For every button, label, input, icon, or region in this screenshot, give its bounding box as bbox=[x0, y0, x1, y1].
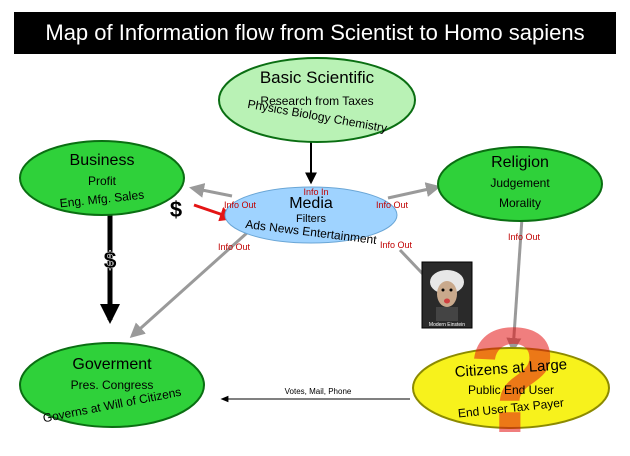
node-citizens bbox=[412, 347, 610, 429]
node-government bbox=[19, 342, 205, 428]
arrow-media-to-religion bbox=[387, 182, 441, 200]
node-government-title: Goverment bbox=[72, 356, 152, 373]
label-info-out-government: Info Out bbox=[218, 242, 251, 252]
arrow-media-to-government bbox=[129, 230, 250, 339]
arrow-media-to-business bbox=[189, 182, 233, 198]
node-religion bbox=[437, 146, 603, 222]
node-business-title: Business bbox=[70, 152, 135, 169]
einstein-caption: Modern Einstein bbox=[429, 322, 465, 328]
node-media-line1: Filters bbox=[296, 213, 326, 225]
label-info-in: Info In bbox=[303, 187, 328, 197]
einstein-photo: Modern Einstein bbox=[421, 261, 473, 329]
node-media-title: Media bbox=[289, 195, 333, 212]
node-religion-title: Religion bbox=[491, 154, 549, 171]
diagram-title: Map of Information flow from Scientist t… bbox=[45, 20, 585, 45]
dollar-business-government: $ bbox=[103, 247, 117, 274]
node-science-line1: Research from Taxes bbox=[260, 94, 373, 108]
question-mark: ? bbox=[467, 296, 559, 456]
node-science-title: Basic Scientific bbox=[260, 68, 375, 87]
node-government-line1: Pres. Congress bbox=[71, 378, 154, 392]
node-religion-line1: Judgement bbox=[490, 176, 550, 190]
title-bar: Map of Information flow from Scientist t… bbox=[14, 12, 616, 54]
label-votes-mail-phone: Votes, Mail, Phone bbox=[285, 387, 352, 396]
label-info-out-religion-citizens: Info Out bbox=[508, 232, 541, 242]
node-citizens-line1: Public End User bbox=[468, 383, 554, 397]
node-media bbox=[224, 186, 398, 244]
node-science bbox=[218, 57, 416, 143]
node-business-line1: Profit bbox=[88, 174, 117, 188]
label-info-out-business: Info Out bbox=[224, 200, 257, 210]
label-info-out-citizens: Info Out bbox=[380, 240, 413, 250]
arrow-religion-to-citizens bbox=[506, 217, 524, 353]
node-business bbox=[19, 140, 185, 216]
dollar-business-media: $ bbox=[170, 197, 182, 222]
label-info-out-religion: Info Out bbox=[376, 200, 409, 210]
node-religion-line2: Morality bbox=[499, 196, 541, 210]
